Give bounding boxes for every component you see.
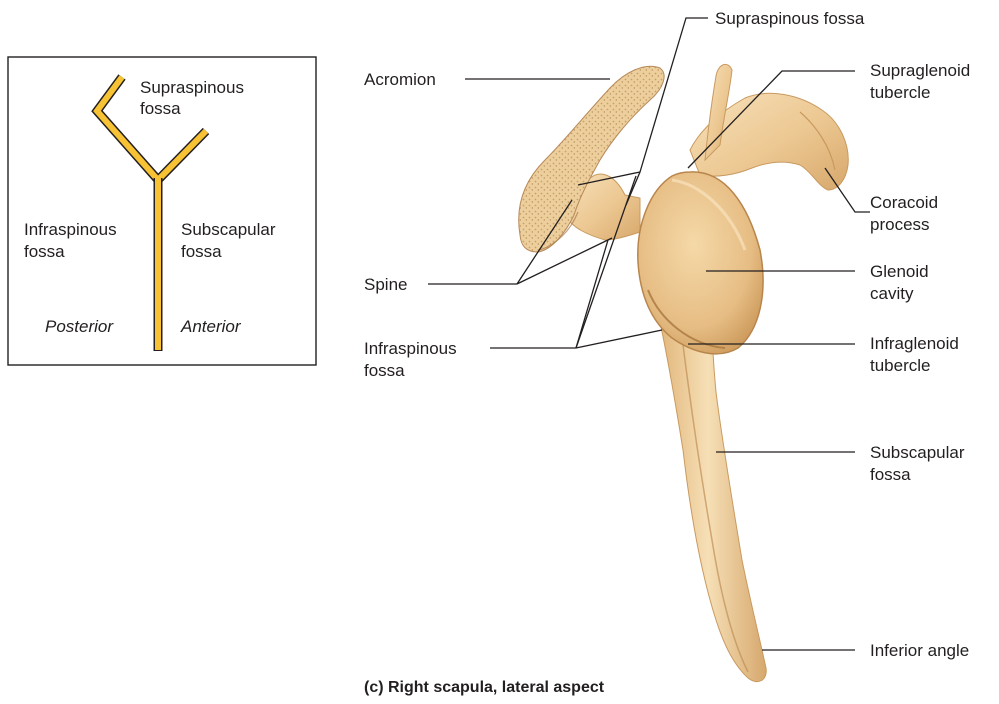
label-supraglenoid: Supraglenoid (870, 61, 970, 80)
svg-text:Coracoid process: Coracoid process (870, 193, 943, 234)
label-glenoid: Glenoid (870, 262, 929, 281)
orientation-inset: Supraspinous fossa Infraspinous fossa Su… (8, 57, 316, 365)
label-coracoid: Coracoid (870, 193, 938, 212)
svg-text:Infraglenoid tubercle: Infraglenoid tubercle (870, 334, 964, 375)
inset-label-infraspinous: Infraspinous (24, 220, 117, 239)
label-infraspinous: Infraspinous (364, 339, 457, 358)
figure-caption: (c) Right scapula, lateral aspect (364, 679, 605, 696)
scapula-illustration (519, 64, 849, 681)
inset-label-supraspinous: Supraspinous (140, 78, 244, 97)
label-acromion: Acromion (364, 70, 436, 89)
inset-label-anterior: Anterior (180, 317, 242, 336)
label-infraglenoid: Infraglenoid (870, 334, 959, 353)
label-supraspinous-fossa: Supraspinous fossa (715, 9, 865, 28)
svg-text:Glenoid cavity: Glenoid cavity (870, 262, 933, 303)
label-subscapular: Subscapular (870, 443, 965, 462)
label-spine: Spine (364, 275, 407, 294)
inset-label-posterior: Posterior (45, 317, 114, 336)
inset-label-subscapular: Subscapular (181, 220, 276, 239)
glenoid-cavity-shape (638, 172, 763, 354)
svg-text:Subscapular fossa: Subscapular fossa (870, 443, 969, 484)
label-inferior-angle: Inferior angle (870, 641, 969, 660)
svg-text:Supraglenoid tubercle: Supraglenoid tubercle (870, 61, 975, 102)
lateral-border-shaft (660, 318, 766, 682)
svg-text:Infraspinous fossa: Infraspinous fossa (364, 339, 461, 380)
